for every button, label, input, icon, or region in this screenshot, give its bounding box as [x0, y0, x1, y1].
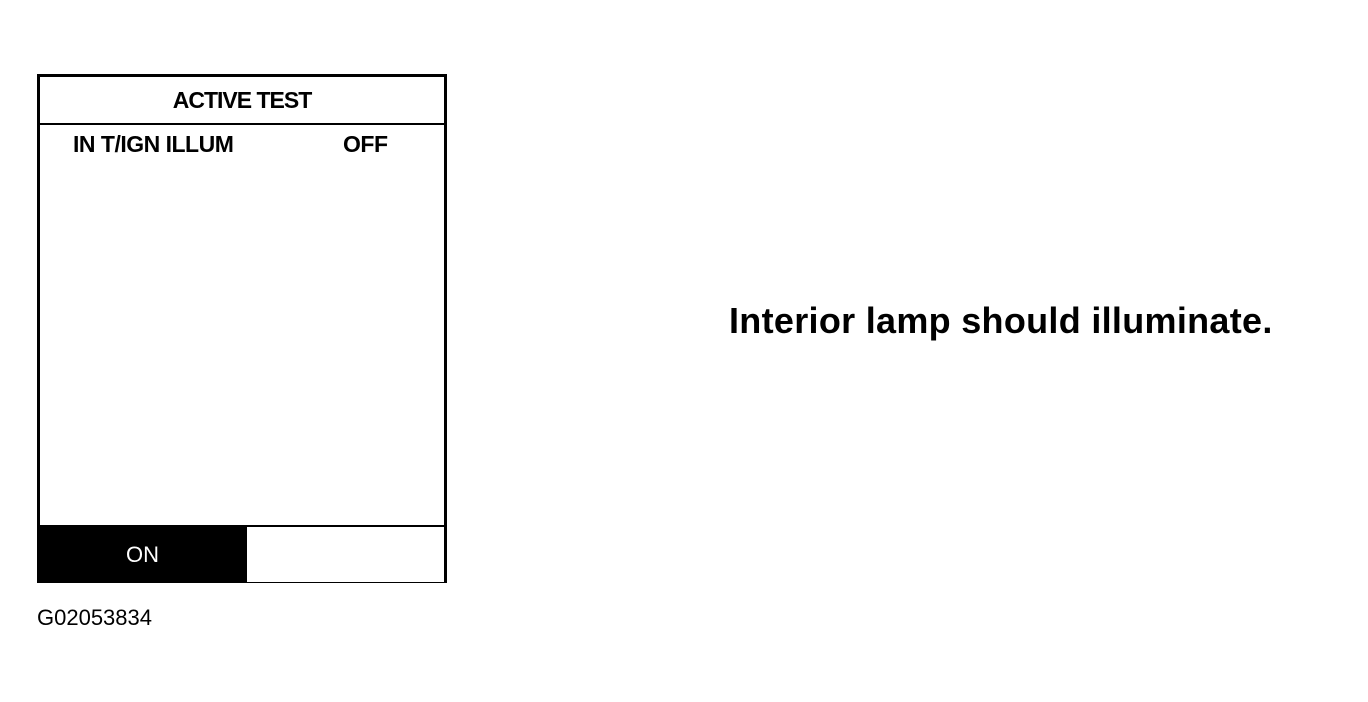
off-button[interactable] — [245, 527, 444, 582]
parameter-name: IN T/IGN ILLUM — [73, 131, 234, 157]
parameter-value: OFF — [343, 131, 388, 157]
on-button[interactable]: ON — [40, 527, 245, 582]
instruction-caption: Interior lamp should illuminate. — [729, 300, 1273, 341]
parameter-row: IN T/IGN ILLUM OFF — [40, 129, 444, 163]
active-test-screen: ACTIVE TEST IN T/IGN ILLUM OFF ON — [37, 74, 447, 583]
button-bar: ON — [40, 525, 444, 582]
screen-title: ACTIVE TEST — [40, 77, 444, 125]
figure-id: G02053834 — [37, 605, 152, 630]
